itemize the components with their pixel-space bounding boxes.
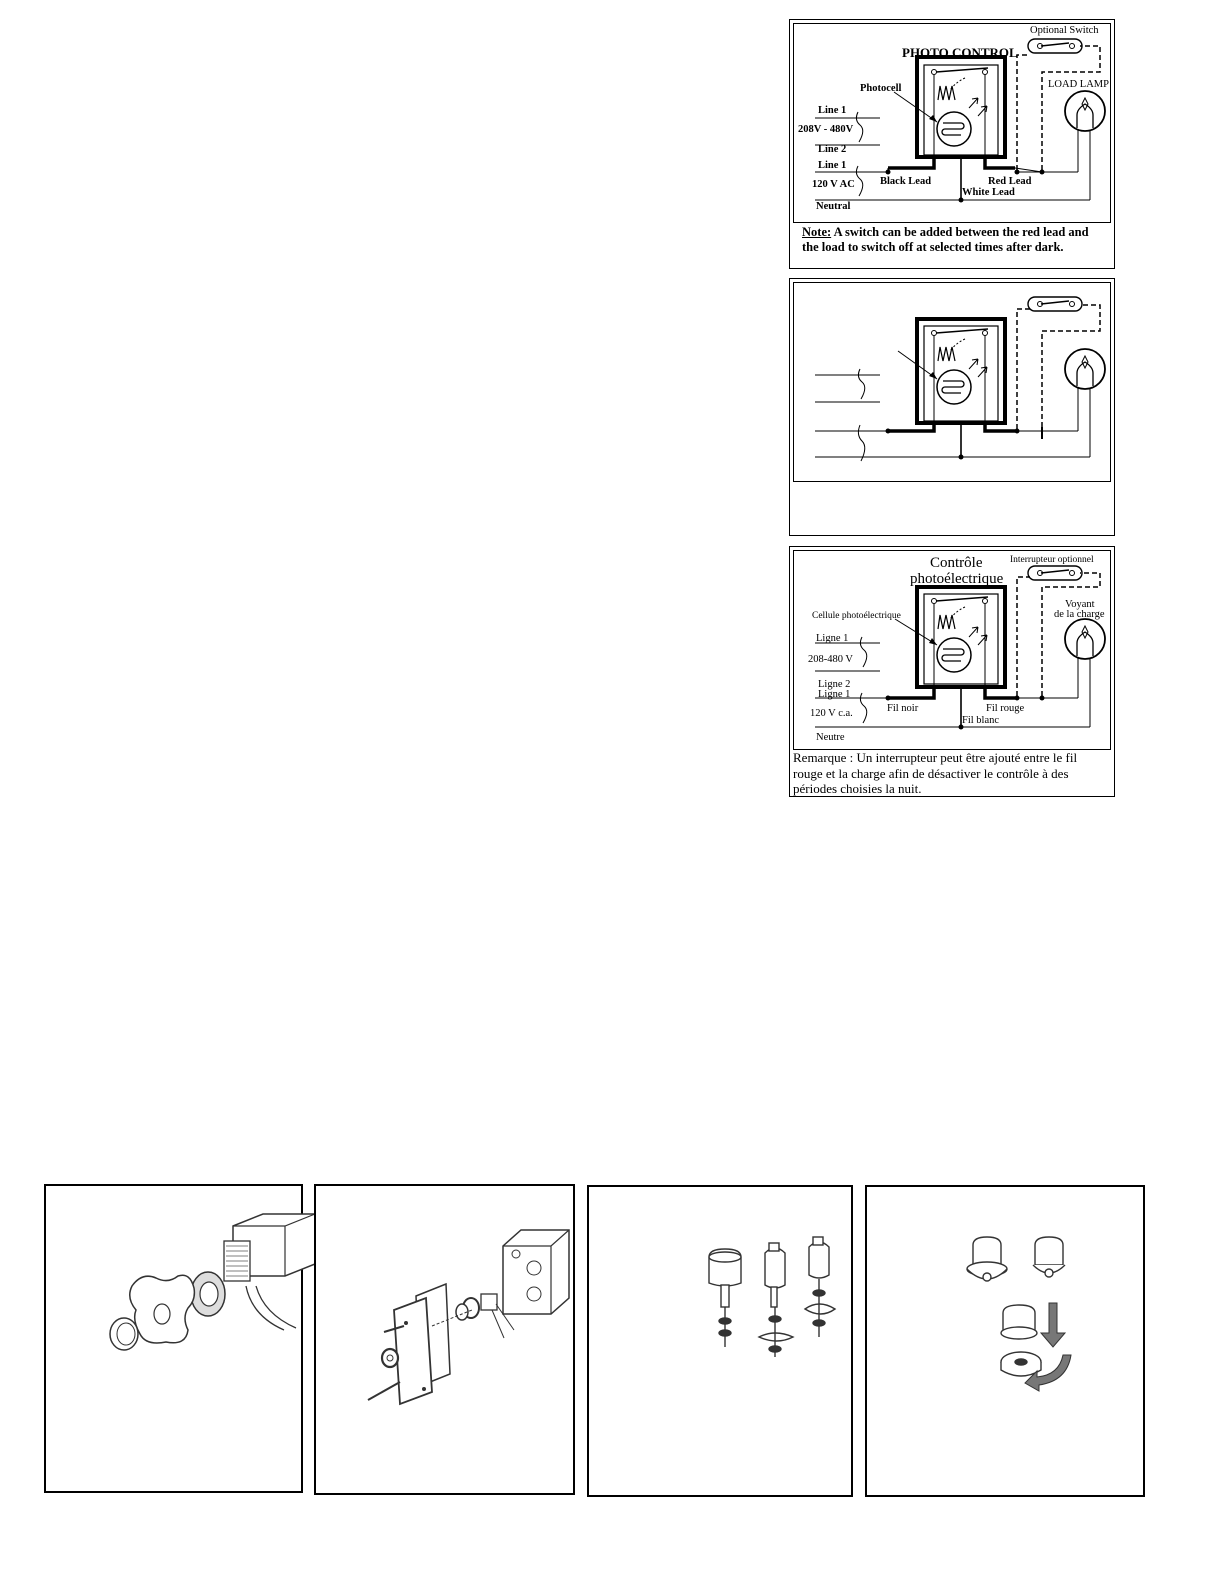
diagram-frame bbox=[793, 23, 1111, 223]
wiring-diagram-english: PHOTO CONTROL Optional Switch Photocell … bbox=[789, 19, 1115, 269]
install-figure-twist-lock bbox=[865, 1185, 1145, 1497]
label-line1-high: Line 1 bbox=[818, 105, 846, 116]
label-load-fr-1: Voyant bbox=[1065, 599, 1095, 610]
diagram-frame bbox=[793, 550, 1111, 750]
label-red-lead-fr: Fil rouge bbox=[986, 703, 1025, 714]
label-white-lead: White Lead bbox=[962, 187, 1015, 198]
title-line1-fr: Contrôle bbox=[930, 555, 983, 571]
label-red-lead: Red Lead bbox=[988, 176, 1032, 187]
label-line1-low-fr: Ligne 1 bbox=[818, 689, 850, 700]
label-voltage-high: 208V - 480V bbox=[798, 124, 854, 135]
note-text: A switch can be added between the red le… bbox=[802, 225, 1089, 254]
label-voltage-high-fr: 208-480 V bbox=[808, 654, 853, 665]
label-white-lead-fr: Fil blanc bbox=[962, 715, 999, 726]
wiring-diagram-unlabeled bbox=[789, 278, 1115, 536]
label-line1-low: Line 1 bbox=[818, 160, 846, 171]
label-line1-high-fr: Ligne 1 bbox=[816, 633, 848, 644]
label-line2: Line 2 bbox=[818, 144, 846, 155]
title-photo-control: PHOTO CONTROL bbox=[902, 45, 1018, 60]
install-figure-threaded-mount bbox=[44, 1184, 316, 1493]
label-optional-switch: Optional Switch bbox=[1030, 25, 1099, 36]
plate-mount-illustration bbox=[367, 1229, 570, 1406]
label-load-lamp: LOAD LAMP bbox=[1048, 79, 1109, 90]
label-black-lead: Black Lead bbox=[880, 176, 931, 187]
wiring-schematic-fr: Contrôle photoélectrique Interrupteur op… bbox=[808, 555, 1106, 743]
label-neutral-fr: Neutre bbox=[816, 732, 845, 743]
stem-mount-illustration bbox=[708, 1236, 837, 1357]
label-voltage-low-fr: 120 V c.a. bbox=[810, 708, 853, 719]
install-figure-plate-mount bbox=[314, 1184, 575, 1495]
label-black-lead-fr: Fil noir bbox=[887, 703, 919, 714]
diagram-frame bbox=[793, 282, 1111, 482]
note-label: Note: bbox=[802, 225, 832, 239]
label-optional-switch-fr: Interrupteur optionnel bbox=[1010, 555, 1094, 565]
note-french: Remarque : Un interrupteur peut être ajo… bbox=[793, 750, 1078, 796]
label-line2-fr: Ligne 2 bbox=[818, 679, 850, 690]
label-neutral: Neutral bbox=[816, 201, 850, 212]
threaded-mount-illustration bbox=[109, 1213, 316, 1351]
wiring-schematic-blank bbox=[815, 296, 1106, 462]
title-line2-fr: photoélectrique bbox=[910, 571, 1004, 587]
note-english: Note: A switch can be added between the … bbox=[802, 225, 1100, 255]
wiring-schematic-en: PHOTO CONTROL Optional Switch Photocell … bbox=[798, 25, 1109, 212]
wiring-diagram-french: Contrôle photoélectrique Interrupteur op… bbox=[789, 546, 1115, 797]
install-figure-stem-mount bbox=[587, 1185, 853, 1497]
twist-lock-illustration bbox=[966, 1236, 1072, 1392]
label-voltage-low: 120 V AC bbox=[812, 179, 855, 190]
label-load-fr-2: de la charge bbox=[1054, 609, 1105, 620]
label-photocell-fr: Cellule photoélectrique bbox=[812, 611, 901, 621]
label-photocell: Photocell bbox=[860, 83, 901, 94]
